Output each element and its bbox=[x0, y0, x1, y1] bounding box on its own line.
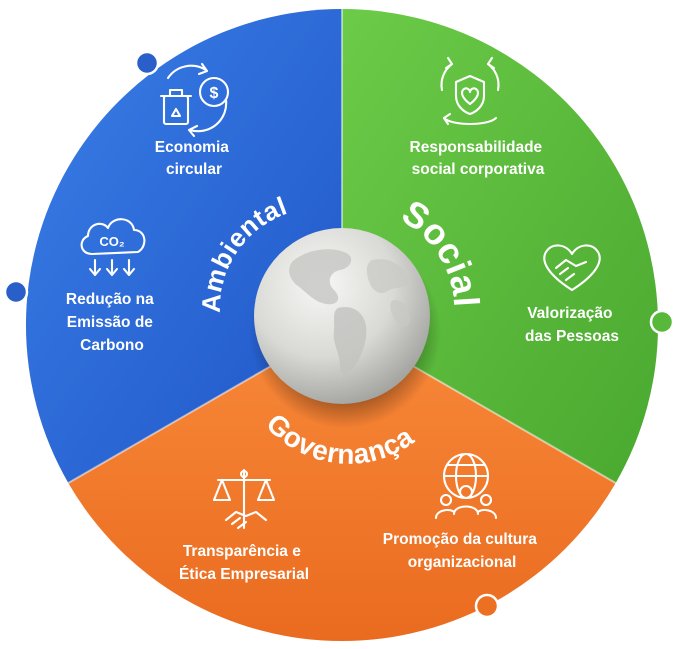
co2-icon-text: CO₂ bbox=[99, 234, 125, 249]
rim-dot-green-right bbox=[649, 309, 675, 335]
transparencia-etica-label: Transparência e Ética Empresarial bbox=[179, 543, 309, 583]
economia-circular-label: Economia circular bbox=[155, 139, 233, 178]
rim-dot-blue-top bbox=[134, 50, 160, 76]
rim-dot-orange-bottom bbox=[474, 593, 500, 619]
globe bbox=[254, 228, 430, 404]
globe-people-icon bbox=[434, 452, 498, 520]
svg-text:$: $ bbox=[210, 85, 219, 102]
responsabilidade-social-label: Responsabilidade social corporativa bbox=[410, 139, 547, 178]
valorizacao-pessoas-label: Valorização das Pessoas bbox=[525, 305, 619, 345]
heart-handshake-icon bbox=[543, 244, 601, 292]
hands-heart-shield-icon bbox=[440, 56, 500, 126]
reducao-emissao-carbono-label: Redução na Emissão de Carbono bbox=[66, 291, 158, 354]
co2-cloud-icon bbox=[80, 218, 146, 277]
rim-dot-blue-left bbox=[3, 279, 29, 305]
recycle-bin-coin-icon: $ bbox=[159, 62, 230, 138]
promocao-cultura-label: Promoção da cultura organizacional bbox=[383, 531, 542, 571]
scales-handshake-icon bbox=[212, 468, 276, 530]
